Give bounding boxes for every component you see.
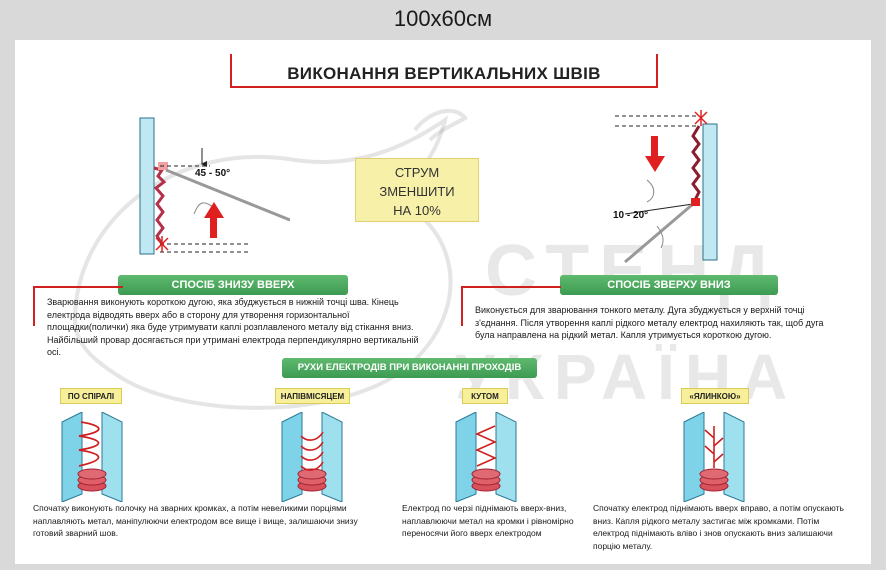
left-para-frame — [33, 286, 123, 326]
herringbone-caption: Спочатку електрод піднімають вверх вправ… — [593, 503, 844, 551]
current-line3: НА 10% — [393, 203, 441, 218]
current-line1: СТРУМ — [394, 165, 440, 180]
current-line2: ЗМЕНШИТИ — [379, 184, 455, 199]
right-angle-label: 10 - 20° — [613, 210, 649, 221]
left-method-text: Зварювання виконують короткою дугою, яка… — [47, 297, 419, 357]
size-label: 100x60см — [393, 6, 493, 31]
watermark-line1: СТЕНД — [485, 231, 781, 311]
top-down-diagram — [615, 110, 718, 264]
left-angle-label: 45 - 50° — [195, 168, 231, 179]
movement-label-spiral: ПО СПІРАЛІ — [60, 388, 122, 404]
spiral-movement-icon — [61, 412, 123, 502]
movement-label-crescent: НАПІВМІСЯЦЕМ — [275, 388, 350, 404]
top-down-label: СПОСІБ ЗВЕРХУ ВНИЗ — [560, 275, 778, 295]
movement-label-herringbone: «ЯЛИНКОЮ» — [681, 388, 749, 404]
current-reduce-box: СТРУМ ЗМЕНШИТИ НА 10% — [355, 158, 479, 222]
angle-caption: Електрод по черзі піднімають вверх-вниз,… — [402, 503, 574, 538]
bottom-up-label: СПОСІБ ЗНИЗУ ВВЕРХ — [118, 275, 348, 295]
angle-movement-icon — [455, 412, 517, 502]
movements-label: РУХИ ЕЛЕКТРОДІВ ПРИ ВИКОНАННІ ПРОХОДІВ — [282, 358, 537, 378]
bottom-up-diagram — [139, 117, 290, 255]
poster-board: СТЕНД УКРАЇНА ВИКОНАННЯ ВЕРТИКАЛЬНИХ ШВІ… — [15, 40, 871, 564]
right-method-text: Виконується для зварювання тонкого метал… — [475, 305, 824, 340]
movement-label-angle: КУТОМ — [462, 388, 508, 404]
title-frame: ВИКОНАННЯ ВЕРТИКАЛЬНИХ ШВІВ — [230, 54, 658, 88]
herringbone-movement-icon — [683, 412, 745, 502]
crescent-movement-icon — [281, 412, 343, 502]
right-para-frame — [461, 286, 561, 326]
spiral-caption: Спочатку виконують полочку на зварних кр… — [33, 503, 358, 538]
page-title: ВИКОНАННЯ ВЕРТИКАЛЬНИХ ШВІВ — [287, 64, 601, 83]
